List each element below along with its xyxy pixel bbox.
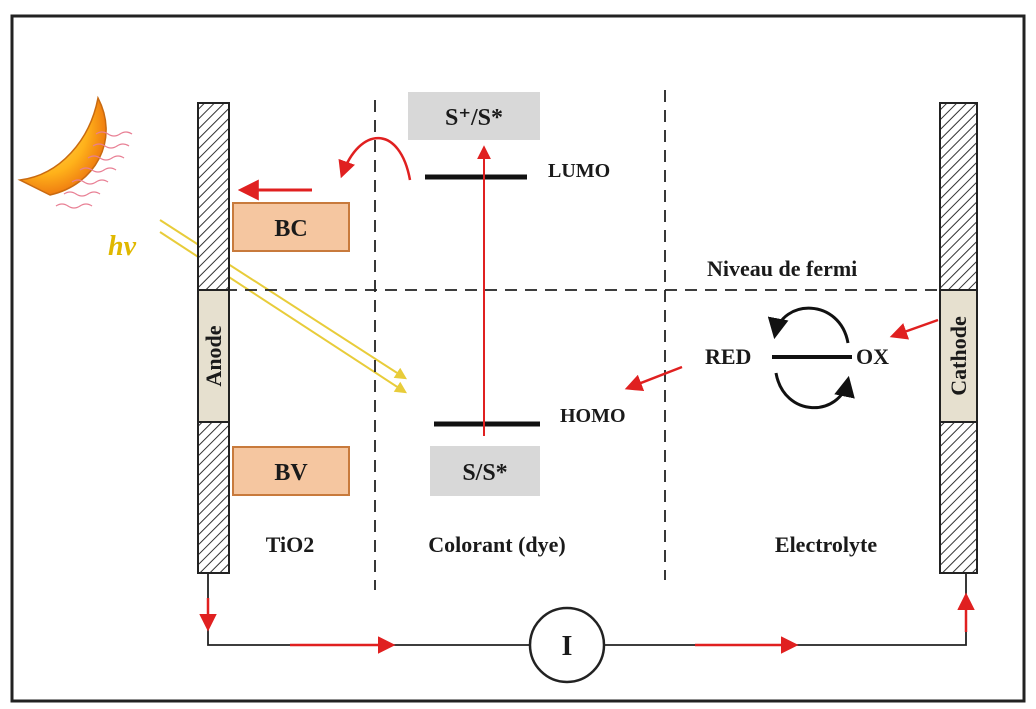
regeneration-arrow	[624, 365, 683, 392]
homo-label: HOMO	[560, 405, 626, 427]
conduction-band-box	[232, 202, 350, 252]
current-meter	[528, 606, 606, 684]
reduced-label: RED	[705, 344, 751, 369]
excited-state-box	[408, 92, 540, 140]
lumo-label: LUMO	[548, 160, 610, 182]
tio2-region-label: TiO2	[266, 532, 315, 557]
anode-label: Anode	[201, 325, 226, 386]
conduction-band-label: BC	[274, 216, 307, 242]
ground-state-box	[430, 446, 540, 496]
valence-band-box	[232, 446, 350, 496]
cathode-label: Cathode	[946, 316, 971, 396]
cathode-electrode	[939, 102, 978, 574]
injection-curve-arrow	[338, 136, 412, 181]
sun-icon	[17, 95, 133, 209]
ground-state-label: S/S*	[462, 460, 507, 486]
redox-cycle-bottom-arrow	[774, 372, 855, 410]
electrolyte-region-label: Electrolyte	[775, 532, 877, 557]
dye-region-label: Colorant (dye)	[428, 532, 565, 557]
light-label: hv	[108, 231, 137, 262]
fermi-level-label: Niveau de fermi	[707, 256, 857, 281]
valence-band-label: BV	[274, 460, 308, 486]
redox-cycle-top-arrow	[767, 306, 850, 344]
excited-state-label: S⁺/S*	[445, 105, 503, 131]
cathode-electron-arrow	[889, 318, 939, 340]
oxidized-label: OX	[856, 344, 889, 369]
current-label: I	[562, 631, 573, 662]
